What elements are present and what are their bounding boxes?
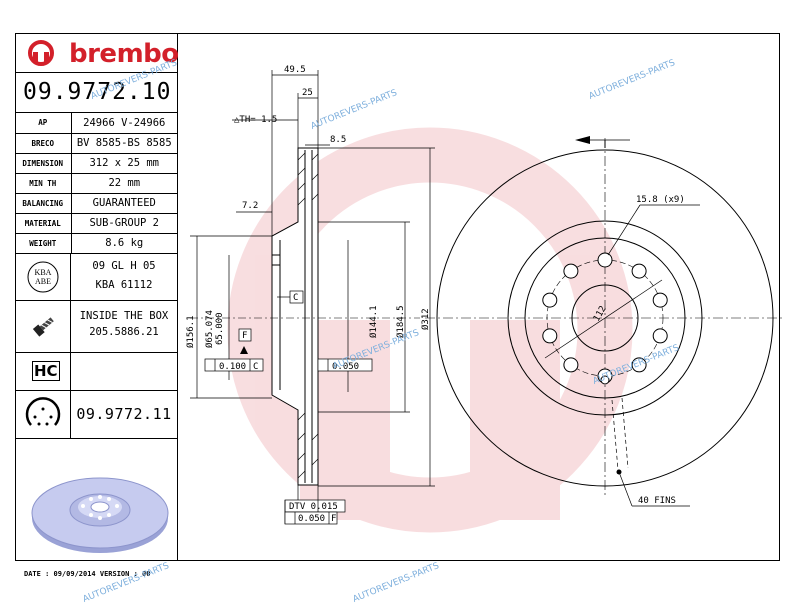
dim-65-000: 65.000 bbox=[215, 312, 225, 345]
spec-key: BRECO bbox=[15, 133, 72, 154]
bolt-holes bbox=[542, 252, 668, 384]
hc-icon: HC bbox=[32, 361, 60, 381]
dim-49: 49.5 bbox=[284, 65, 306, 75]
spec-key: MATERIAL bbox=[15, 213, 72, 234]
cross-section bbox=[271, 147, 319, 486]
datum-c: C bbox=[293, 293, 298, 303]
spec-value: 24966 V-24966 bbox=[71, 113, 177, 134]
part-number-row: 09.9772.10 bbox=[15, 73, 177, 113]
brand-logo: brembo bbox=[15, 33, 179, 73]
spec-key: MIN TH bbox=[15, 173, 72, 194]
tol-flat-ref: F bbox=[331, 514, 336, 524]
bolt-hole bbox=[597, 252, 613, 268]
spec-key: BALANCING bbox=[15, 193, 72, 214]
bolt-hole bbox=[563, 357, 579, 373]
bolt-hole bbox=[563, 263, 579, 279]
drawing-frame bbox=[15, 33, 780, 561]
bolt-hole bbox=[652, 292, 668, 308]
kba-row: KBA ABE 09 GL H 05 KBA 61112 bbox=[15, 253, 177, 301]
spec-value: GUARANTEED bbox=[71, 193, 177, 214]
locating-hole bbox=[600, 375, 610, 385]
bolt-hole bbox=[652, 328, 668, 344]
spec-value: BV 8585-BS 8585 bbox=[71, 133, 177, 154]
dim-hole-diameter: 15.8 (x9) bbox=[636, 195, 685, 205]
spec-value: SUB-GROUP 2 bbox=[71, 213, 177, 234]
screw-icon bbox=[32, 317, 54, 337]
kba-icon-text-1: KBA bbox=[35, 268, 52, 277]
tol-flat-value: 0.050 bbox=[298, 514, 325, 524]
bolt-hole bbox=[631, 357, 647, 373]
dim-144-1: Ø144.1 bbox=[368, 305, 379, 338]
dim-156-1: Ø156.1 bbox=[185, 315, 196, 348]
drilled-disc-icon bbox=[25, 397, 61, 426]
hc-row: HC bbox=[15, 353, 177, 391]
drilled-disc-icon-cell bbox=[15, 391, 71, 438]
screws-row: INSIDE THE BOX 205.5886.21 bbox=[15, 301, 177, 353]
spec-value: 22 mm bbox=[71, 173, 177, 194]
spec-value: 8.6 kg bbox=[71, 233, 177, 254]
dim-112: 112 bbox=[592, 304, 609, 323]
dim-7-2: 7.2 bbox=[242, 201, 258, 211]
pcd-dim-line bbox=[544, 279, 663, 359]
tol-dtv: DTV 0.015 bbox=[289, 502, 338, 512]
kba-line-1: 09 GL H 05 bbox=[92, 260, 156, 272]
bolt-hole bbox=[542, 328, 558, 344]
kba-icon-text-2: ABE bbox=[35, 277, 51, 286]
tol-parallel-value: 0.050 bbox=[332, 362, 359, 372]
dim-65-074: Ø65.074 bbox=[204, 310, 215, 348]
screw-icon-cell bbox=[15, 301, 71, 352]
fin-lines bbox=[611, 397, 629, 471]
tol-runout-value: 0.100 bbox=[219, 362, 246, 372]
tol-runout-ref: C bbox=[253, 362, 258, 372]
dim-312: Ø312 bbox=[420, 308, 431, 330]
hc-icon-cell: HC bbox=[15, 353, 71, 390]
disc-photo bbox=[31, 477, 169, 553]
alt-part-number: 09.9772.11 bbox=[76, 405, 172, 423]
brand-name: brembo bbox=[69, 39, 179, 69]
dim-184-5: Ø184.5 bbox=[395, 305, 406, 338]
spec-value: 312 x 25 mm bbox=[71, 153, 177, 174]
top-dimension-lines bbox=[232, 70, 330, 236]
screws-line-1: INSIDE THE BOX bbox=[79, 310, 169, 322]
bolt-hole bbox=[542, 292, 558, 308]
dim-25: 25 bbox=[302, 88, 313, 98]
bolt-hole bbox=[631, 263, 647, 279]
part-number: 09.9772.10 bbox=[23, 79, 172, 105]
date-version: DATE : 09/09/2014 VERSION : 00 bbox=[24, 570, 151, 578]
kba-line-2: KBA 61112 bbox=[95, 279, 153, 291]
screws-line-2: 205.5886.21 bbox=[89, 326, 159, 338]
datum-f-box bbox=[238, 328, 252, 342]
dim-8-5: 8.5 bbox=[330, 135, 346, 145]
spec-key: AP bbox=[15, 113, 72, 134]
dim-th: △TH= 1.5 bbox=[234, 115, 277, 125]
fins-label: 40 FINS bbox=[638, 496, 676, 506]
datum-f: F bbox=[242, 331, 247, 341]
tolerance-frames bbox=[204, 358, 373, 525]
kba-icon-cell: KBA ABE bbox=[15, 253, 71, 300]
brembo-logo-icon bbox=[28, 40, 54, 66]
kba-icon: KBA ABE bbox=[27, 261, 59, 293]
spec-key: WEIGHT bbox=[15, 233, 72, 254]
spec-key: DIMENSION bbox=[15, 153, 72, 174]
alt-part-row: 09.9772.11 bbox=[15, 391, 177, 439]
